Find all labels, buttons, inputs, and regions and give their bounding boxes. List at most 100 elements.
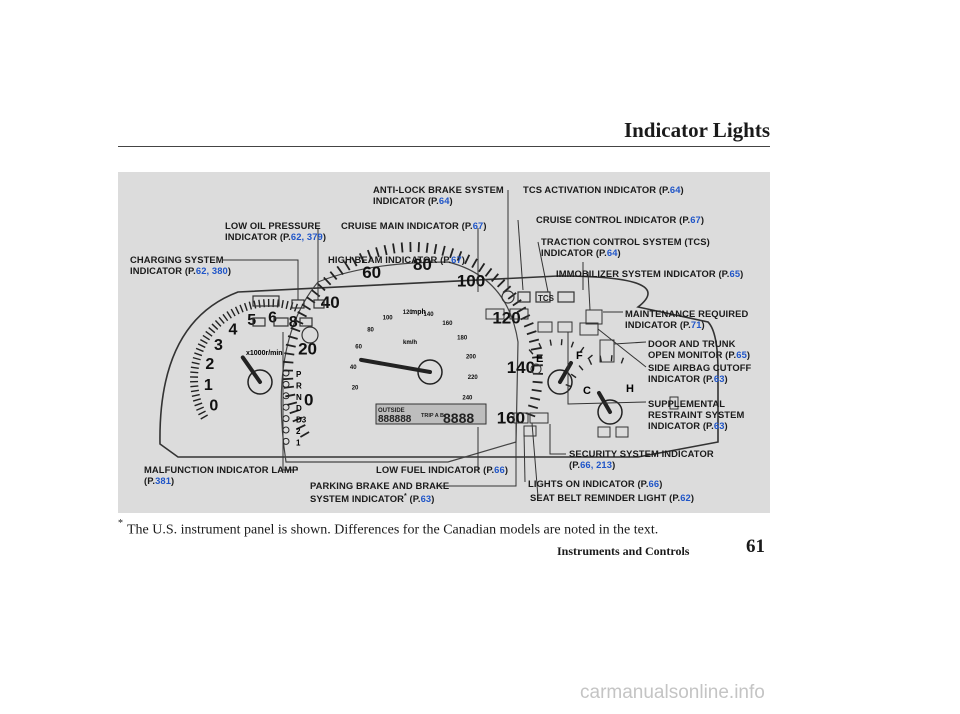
gauge-tick	[400, 242, 404, 253]
gauge-hub	[417, 359, 443, 385]
gauge-tick	[383, 244, 388, 256]
fuel-letter: F	[576, 350, 583, 362]
gauge-tick	[197, 343, 206, 349]
page-link[interactable]: 65	[729, 268, 741, 279]
gauge-tick	[222, 313, 229, 322]
page-link[interactable]: 62	[680, 492, 691, 503]
gauge-tick	[491, 273, 499, 283]
page-link[interactable]: 64	[606, 247, 618, 258]
gauge-number: 3	[214, 337, 223, 354]
gauge-number: 0	[209, 398, 218, 415]
gauge-tick	[287, 335, 298, 340]
footnote-star: *	[118, 518, 123, 529]
gauge-tick	[433, 243, 438, 255]
callout-label-high-beam: HIGH BEAM INDICATOR (P.67)	[328, 254, 466, 265]
footnote-text: The U.S. instrument panel is shown. Diff…	[127, 522, 659, 538]
gauge-tick	[528, 338, 540, 343]
page-link[interactable]: 63	[713, 373, 725, 384]
page-link[interactable]: 63	[420, 493, 432, 505]
page-link[interactable]: 64	[438, 195, 450, 206]
indicator-lamp	[313, 299, 325, 309]
gauge-number: 0	[304, 391, 313, 410]
gear-lamp	[282, 415, 290, 423]
brake-lamp	[513, 412, 529, 424]
gauge-needle	[240, 355, 262, 384]
kmh-unit: km/h	[403, 340, 417, 346]
page-link[interactable]: 62, 379	[290, 231, 323, 242]
indicator-lamp	[509, 308, 529, 320]
indicator-lamp	[529, 412, 549, 424]
tach-unit: x1000r/min	[246, 350, 283, 357]
cruise-control-lamp	[485, 308, 505, 320]
gauge-tick	[532, 380, 543, 384]
temp-letter: H	[626, 383, 634, 395]
indicator-lamp	[535, 291, 551, 303]
gauge-tick	[289, 409, 300, 415]
gauge-number: 220	[468, 375, 479, 381]
gauge-tick	[516, 306, 527, 314]
indicator-lights-row: TCS	[252, 290, 679, 438]
page-link[interactable]: 65	[736, 349, 747, 360]
gauge-number: 160	[497, 408, 525, 427]
callout-label-malfunction: MALFUNCTION INDICATOR LAMP(P.381)	[144, 464, 299, 486]
gauge-tick	[226, 311, 232, 319]
gauge-number: 140	[507, 358, 535, 377]
gauge-tick	[239, 304, 244, 313]
gauge-tick	[218, 316, 225, 324]
page-link[interactable]: 63	[713, 420, 725, 431]
page-link[interactable]: 67	[472, 220, 484, 231]
page-link[interactable]: 381	[155, 475, 172, 486]
gauge-tick	[578, 365, 584, 371]
gauge-number: 60	[355, 345, 362, 351]
gear-letter: 2	[296, 427, 301, 436]
indicator-lamp	[252, 295, 280, 307]
page-link[interactable]: 64	[669, 184, 681, 195]
gauge-number: 1	[204, 377, 213, 394]
gauge-tick	[202, 334, 210, 341]
gauge-number: 80	[367, 328, 374, 334]
leader-lines	[223, 190, 647, 498]
panel-outline	[159, 275, 719, 458]
indicator-lamp	[537, 321, 553, 333]
leader-line	[613, 341, 647, 345]
page-link[interactable]: 67	[690, 214, 701, 225]
leader-line	[282, 332, 298, 471]
gauge-tick	[528, 349, 534, 355]
gauge-tick	[570, 373, 577, 379]
gauge-number: 20	[352, 386, 359, 392]
gauge-tick	[301, 303, 311, 311]
page-number: 61	[746, 536, 765, 557]
callout-label-tcs-activation: TCS ACTIVATION INDICATOR (P.64)	[523, 184, 684, 195]
page-link[interactable]: 66	[494, 464, 505, 475]
gauge-number: 120	[403, 310, 414, 316]
gauge-number: 100	[383, 316, 394, 322]
gauge-number: 40	[350, 365, 357, 371]
page-link[interactable]: 71	[690, 319, 702, 330]
gauge-number: 140	[424, 312, 435, 318]
gear-letter: P	[296, 370, 302, 379]
gauge-tick	[200, 338, 208, 345]
gauge-tick	[287, 401, 298, 406]
leader-line	[567, 332, 647, 405]
gauge-tick	[285, 393, 296, 398]
gauge-hub	[547, 369, 573, 395]
gauge-tick	[610, 355, 613, 362]
page-link[interactable]: 67	[451, 254, 462, 265]
leader-line	[587, 271, 591, 311]
odometer-display	[375, 403, 487, 425]
gauge-tick	[375, 247, 380, 258]
page-link[interactable]: 66	[648, 478, 660, 489]
indicator-lamp	[273, 317, 289, 327]
gear-lamp	[282, 380, 290, 388]
page-link[interactable]: 62, 380	[195, 265, 228, 276]
gauge-tick	[192, 398, 201, 402]
gauge-hub	[247, 369, 273, 395]
trip-label: TRIP A B	[421, 413, 444, 419]
page-link[interactable]: 66, 213	[580, 459, 613, 470]
